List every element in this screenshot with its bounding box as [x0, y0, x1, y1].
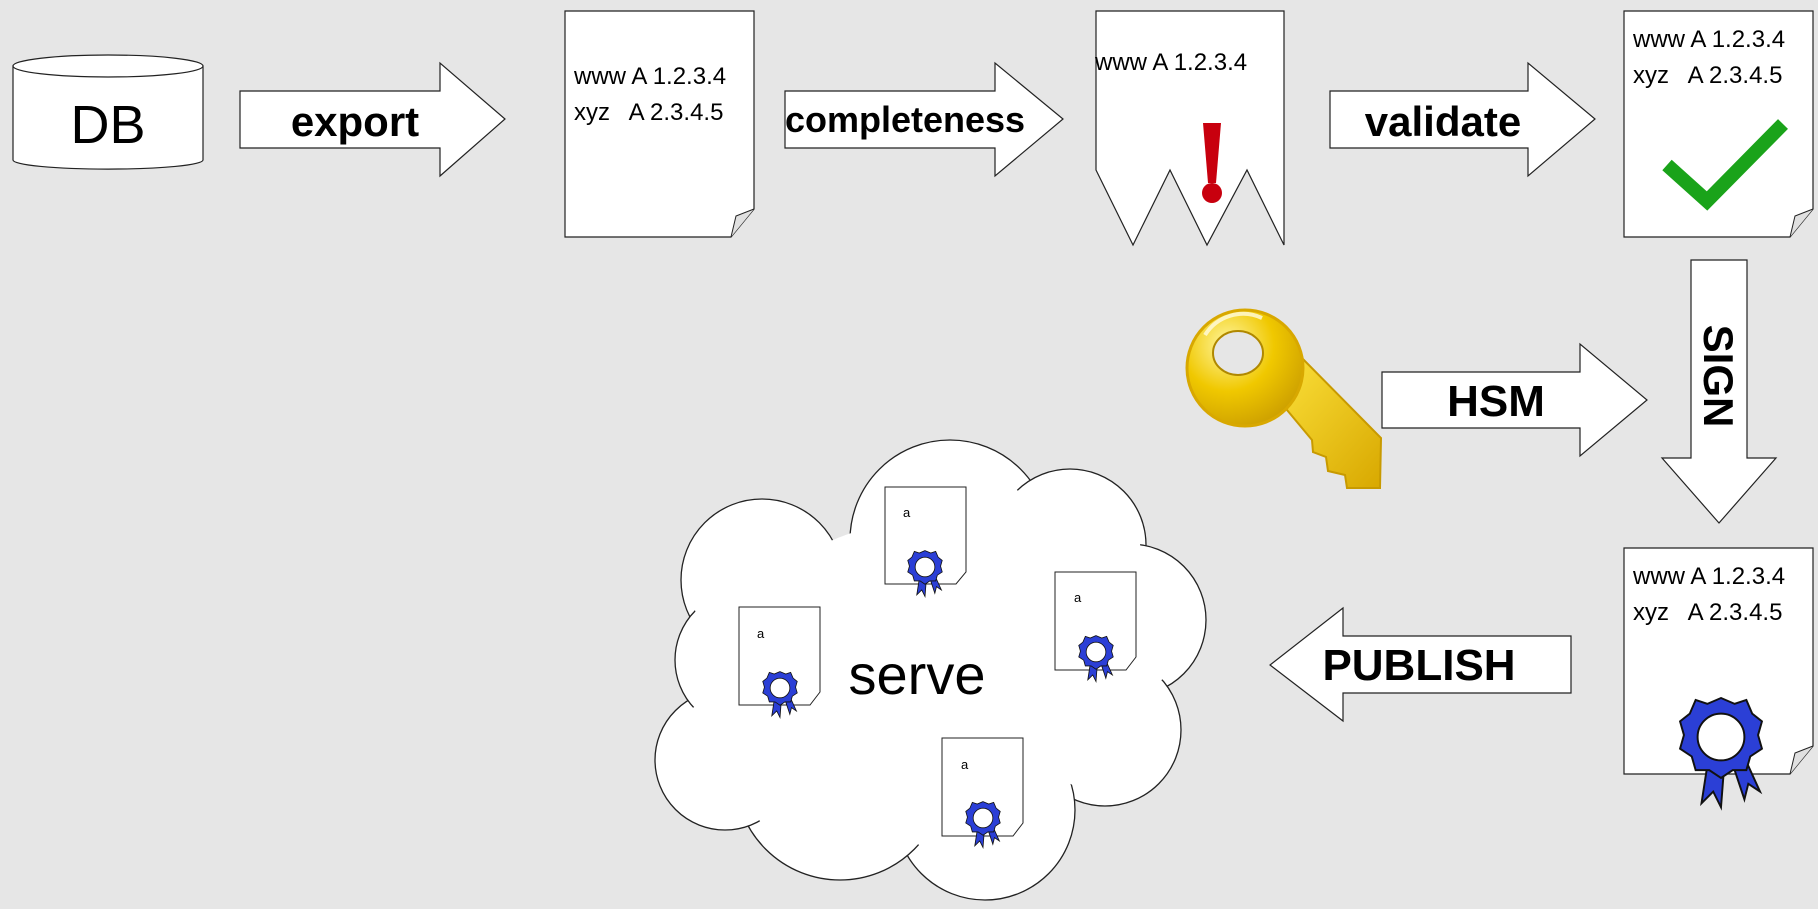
- validate-label: validate: [1365, 98, 1521, 145]
- served-zone-document: a: [884, 486, 967, 597]
- publish-label: PUBLISH: [1322, 641, 1515, 690]
- record-line-1: www A 1.2.3.4: [1094, 49, 1247, 76]
- record-line-1: www A 1.2.3.4: [1632, 26, 1785, 53]
- mini-doc-text: a: [757, 626, 765, 641]
- seal-icon: [1679, 697, 1763, 809]
- completeness-arrow: completeness: [784, 61, 1064, 178]
- signed-zone-document: www A 1.2.3.4 xyz A 2.3.4.5: [1623, 547, 1814, 809]
- validated-zone-document: www A 1.2.3.4 xyz A 2.3.4.5: [1623, 10, 1814, 238]
- exported-zone-document: www A 1.2.3.4 xyz A 2.3.4.5: [564, 10, 755, 238]
- sign-arrow: SIGN: [1660, 259, 1778, 524]
- record-line-1: www A 1.2.3.4: [1632, 563, 1785, 590]
- completeness-label: completeness: [785, 99, 1025, 140]
- incomplete-zone-document: www A 1.2.3.4: [1094, 10, 1285, 247]
- export-arrow: export: [239, 61, 506, 178]
- serve-label: serve: [849, 643, 986, 706]
- checkmark-icon: [1662, 119, 1788, 211]
- record-line-2: xyz A 2.3.4.5: [574, 99, 723, 126]
- publish-arrow: PUBLISH: [1269, 606, 1572, 723]
- alert-icon: [1202, 123, 1222, 203]
- mini-doc-text: a: [1074, 590, 1082, 605]
- record-line-2: xyz A 2.3.4.5: [1633, 62, 1782, 89]
- served-zone-document: a: [941, 737, 1024, 848]
- record-line-1: www A 1.2.3.4: [573, 63, 726, 90]
- database-icon: DB: [12, 54, 204, 170]
- key-icon: [1185, 308, 1383, 489]
- mini-doc-text: a: [903, 505, 911, 520]
- export-label: export: [291, 98, 419, 145]
- mini-doc-text: a: [961, 757, 969, 772]
- record-line-2: xyz A 2.3.4.5: [1633, 599, 1782, 626]
- hsm-arrow: HSM: [1381, 342, 1648, 458]
- served-zone-document: a: [738, 606, 821, 718]
- hsm-label: HSM: [1447, 377, 1545, 426]
- validate-arrow: validate: [1329, 61, 1596, 178]
- database-label: DB: [70, 95, 145, 155]
- served-zone-document: a: [1054, 571, 1137, 682]
- sign-label: SIGN: [1695, 325, 1742, 428]
- serve-cloud: serve a a a a: [654, 439, 1207, 901]
